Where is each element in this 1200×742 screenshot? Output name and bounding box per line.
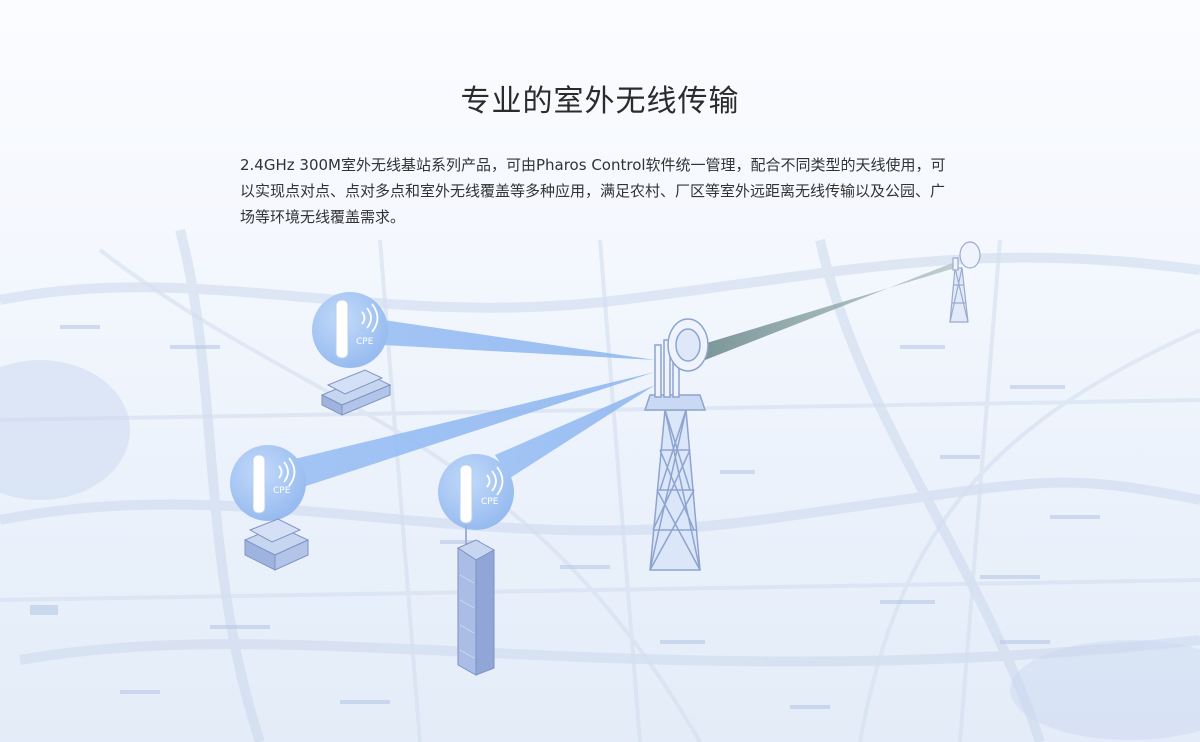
- cpe-node-3: CPE: [438, 454, 514, 530]
- main-tower: [643, 318, 709, 571]
- cpe-node-1: CPE: [312, 292, 388, 368]
- beam-to-cpe-1: [365, 318, 655, 360]
- cpe-label-3: CPE: [481, 497, 499, 507]
- beam-to-cpe-3: [495, 385, 655, 478]
- cpe-node-2: CPE: [230, 445, 306, 521]
- skyscraper: [456, 525, 496, 676]
- beam-to-cpe-2: [290, 372, 655, 488]
- office-building: [320, 369, 392, 416]
- beam-long-distance: [700, 262, 955, 362]
- house: [243, 518, 310, 571]
- cpe-label-1: CPE: [356, 337, 374, 347]
- far-tower: [949, 241, 981, 323]
- page-title: 专业的室外无线传输: [460, 84, 740, 119]
- cpe-label-2: CPE: [273, 486, 291, 496]
- page-description: 2.4GHz 300M室外无线基站系列产品，可由Pharos Control软件…: [240, 156, 946, 226]
